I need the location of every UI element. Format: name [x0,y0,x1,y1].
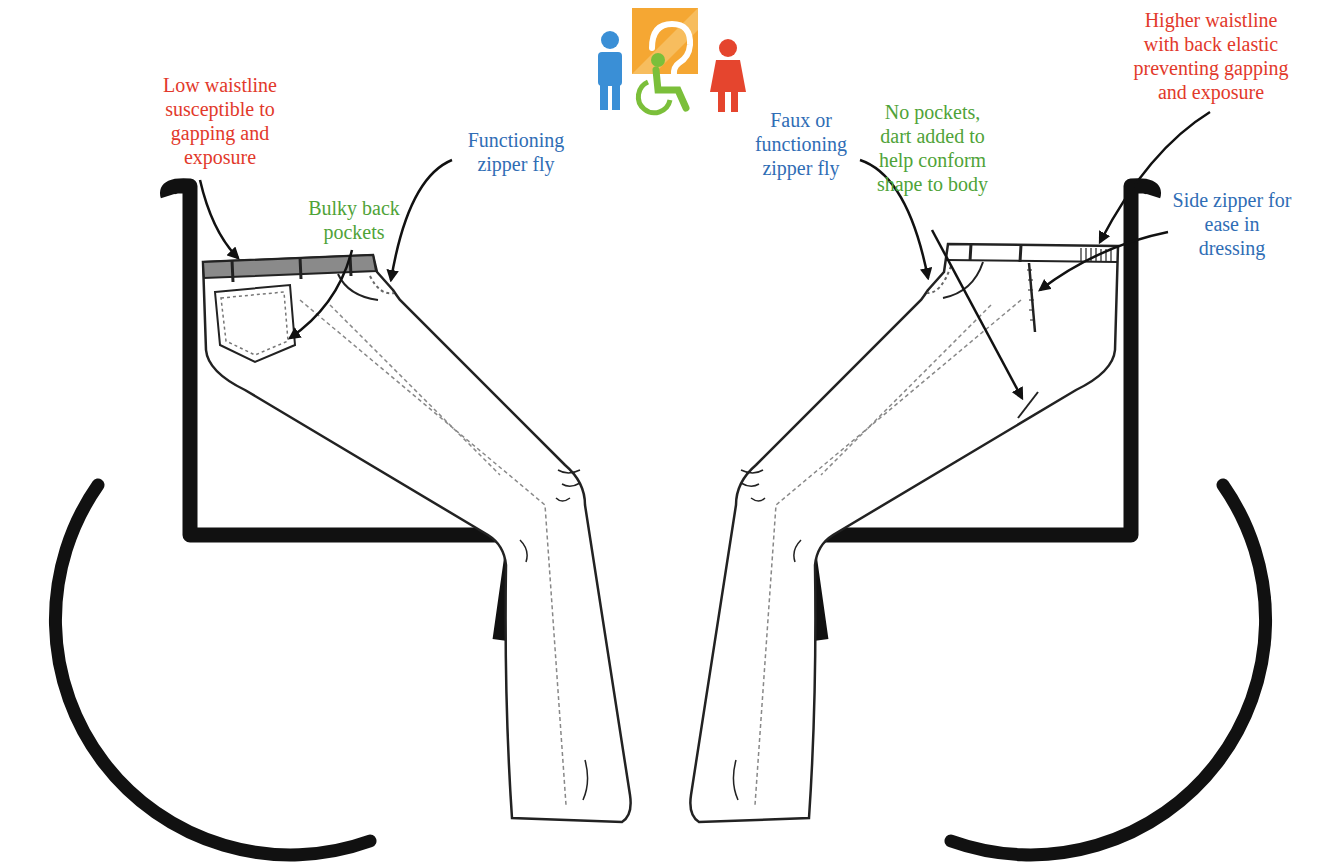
callout-label: Low waistline susceptible to gapping and… [148,73,292,169]
callout-label: Faux or functioning zipper fly [745,108,857,180]
callout-label: Higher waistline with back elastic preve… [1128,8,1294,104]
callout-label: No pockets, dart added to help conform s… [870,100,995,196]
accessibility-icon [598,8,746,113]
wheelchair [55,186,511,855]
leader-arrows [200,112,1210,398]
callout-label: Bulky back pockets [298,196,410,244]
callout-label: Functioning zipper fly [455,128,577,176]
adapted-pants [690,244,1118,822]
callout-label: Side zipper for ease in dressing [1172,188,1292,260]
standard-pants [203,255,631,822]
